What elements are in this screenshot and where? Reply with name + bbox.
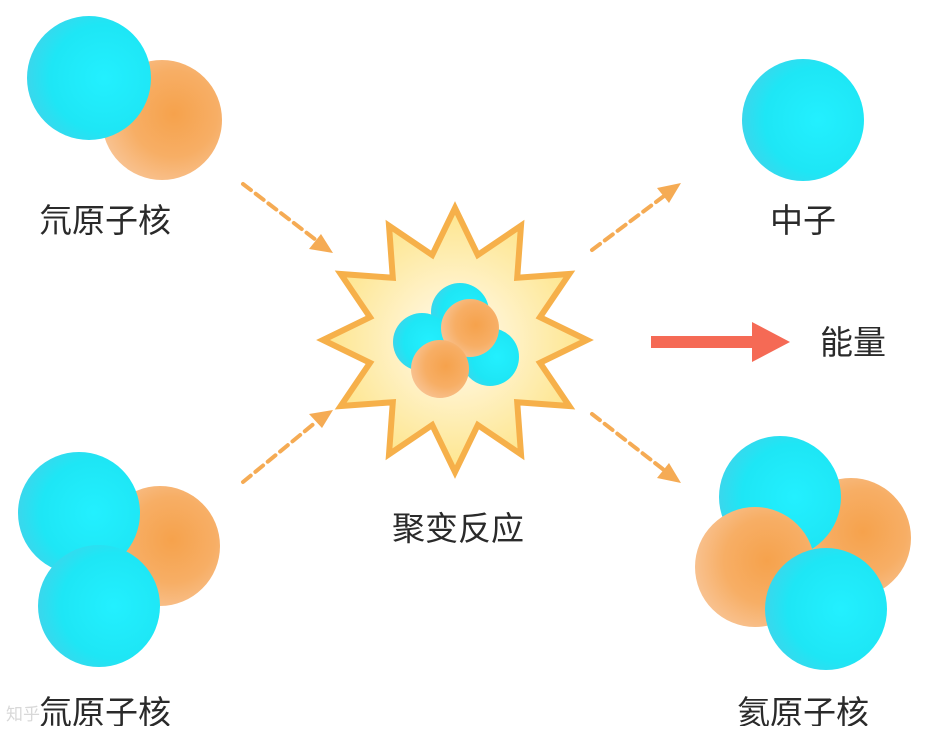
neutron-ball (27, 16, 151, 140)
arrow-fusion-to-helium (590, 412, 666, 472)
neutron-ball (742, 59, 864, 181)
neutron-label: 中子 (770, 201, 836, 240)
watermark: 知乎 (6, 705, 40, 725)
fusion-label: 聚变反应 (392, 509, 524, 548)
proton-ball (441, 299, 499, 357)
helium-nucleus (695, 436, 911, 670)
deuterium-nucleus (27, 16, 222, 180)
tritium-nucleus (18, 452, 220, 667)
helium-label: 氦原子核 (737, 693, 869, 726)
fusing-nucleus (393, 283, 519, 398)
arrow-tritium-to-fusion (241, 420, 318, 484)
tritium-label: 氚原子核 (39, 693, 171, 726)
arrow-head (657, 463, 681, 483)
neutron-ball (38, 545, 160, 667)
proton-ball (411, 340, 469, 398)
arrow-head (309, 410, 333, 428)
energy-arrow (651, 322, 790, 362)
arrow-fusion-to-neutron (590, 194, 666, 252)
arrow-deuterium-to-fusion (241, 182, 318, 242)
neutron-ball (18, 452, 140, 574)
arrow-head (657, 183, 681, 203)
neutron-ball (765, 548, 887, 670)
arrow-head (309, 234, 333, 253)
deuterium-label: 氘原子核 (39, 201, 171, 240)
energy-label: 能量 (820, 323, 886, 362)
